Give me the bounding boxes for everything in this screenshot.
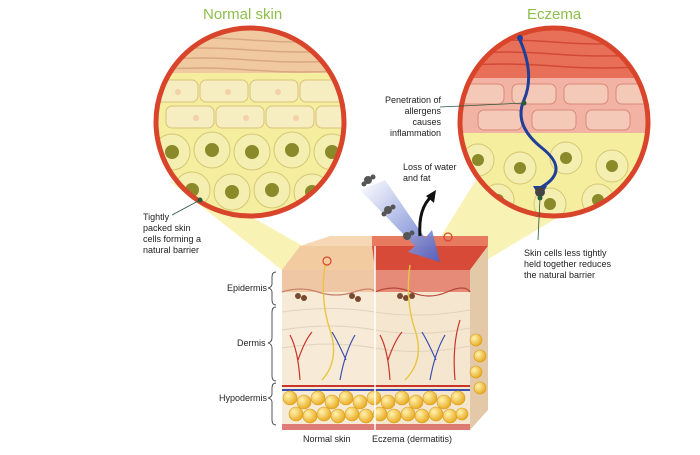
annotation-loss-water: Loss of water and fat [403, 162, 457, 184]
allergen-entry-arrow [360, 180, 440, 262]
annotation-less-tightly: Skin cells less tightly held together re… [524, 248, 611, 281]
title-eczema: Eczema [527, 6, 582, 23]
top-face-back [300, 236, 372, 246]
fat-globules [282, 333, 487, 424]
annotation-penetration: Penetration of allergens causes inflamma… [381, 95, 441, 139]
allergen-start-point [517, 35, 523, 41]
bottom-label-normal: Normal skin [303, 434, 351, 444]
annotation-line: Loss of water [403, 162, 457, 172]
leader-dots [197, 100, 543, 203]
annotation-line: Skin cells less tightly [524, 248, 607, 258]
top-face-normal [282, 246, 375, 270]
epidermis-border-eczema [374, 287, 471, 297]
nerve-normal [321, 264, 335, 381]
blood-vessels [289, 319, 461, 381]
annotation-line: cells forming a [143, 234, 202, 244]
allergen-particles [361, 174, 415, 240]
bottom-label-eczema: Eczema (dermatitis) [372, 434, 453, 444]
label-epidermis: Epidermis [227, 283, 268, 293]
annotation-line: allergens causes [404, 106, 441, 127]
layer-brackets [267, 271, 277, 426]
epidermis-normal [282, 270, 375, 292]
annotation-line: held together reduces [524, 259, 612, 269]
label-dermis: Dermis [237, 338, 266, 348]
nerve-eczema [404, 264, 419, 381]
marker-eczema [443, 232, 453, 242]
annotation-line: and fat [403, 173, 431, 183]
marker-normal [322, 256, 332, 266]
annotation-line: Tightly [143, 212, 170, 222]
annotation-line: the natural barrier [524, 270, 596, 280]
epidermis-eczema [375, 270, 470, 292]
annotation-line: inflammation [389, 128, 441, 138]
annotation-line: Penetration of [384, 95, 441, 105]
eczema-zoom-ring [457, 25, 651, 219]
title-normal-skin: Normal skin [203, 6, 283, 23]
bottom-muscle-band [282, 424, 470, 430]
leader-lines [171, 102, 541, 241]
loss-arrow [418, 194, 434, 237]
annotation-line: packed skin [143, 223, 191, 233]
loss-arrow-head [426, 190, 436, 203]
label-hypodermis: Hypodermis [219, 393, 268, 403]
skin-block [281, 232, 488, 430]
normal-zoom-ring [153, 25, 347, 219]
annotation-line: natural barrier [143, 245, 200, 255]
epidermis-border-normal [281, 288, 376, 296]
annotation-tightly-packed: Tightly packed skin cells forming a natu… [143, 212, 201, 256]
follicle-clusters [295, 293, 415, 302]
